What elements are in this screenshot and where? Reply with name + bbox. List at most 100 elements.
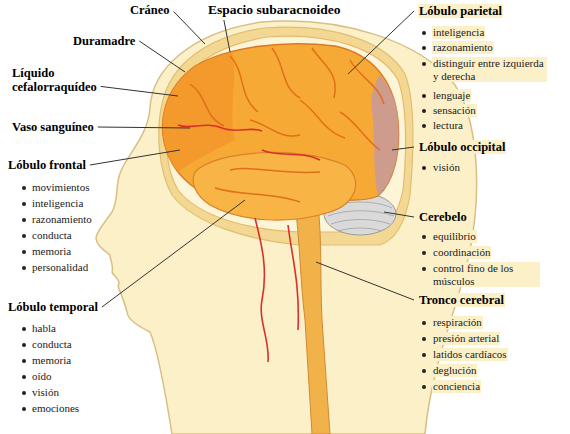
function-item: coordinación [422,246,491,259]
function-item: distinguir entre izquierda y derecha [422,57,547,82]
leader-line [316,262,414,300]
function-text: personalidad [32,261,88,274]
leader-line [174,11,205,44]
part-name-text: Espacio subaracnoideo [208,2,340,17]
function-text: conciencia [432,380,481,393]
bullet-dot [22,327,26,331]
leader-line [139,41,185,72]
frontal-lobe-shade [162,52,235,172]
part-name-text: Tronco cerebral [418,293,505,307]
function-item: latidos cardíacos [422,348,508,361]
bullet-dot [422,46,426,50]
function-item: equilibrio [422,230,477,243]
function-text: coordinación [432,246,491,259]
function-text: habla [32,322,56,335]
bullet-dot [22,186,26,190]
part-name: Lóbulo occipital [418,140,506,154]
bullet-dot [422,337,426,341]
occipital-lobe-shade [371,75,398,196]
blood-vessels [178,125,320,362]
temporal-lobe [193,152,356,220]
function-item: conducta [22,229,72,242]
function-text: emociones [32,402,79,415]
bullet-dot [422,267,426,271]
function-text: inteligencia [32,197,83,210]
bullet-dot [22,407,26,411]
part-name-text: Lóbulo parietal [418,4,503,18]
function-item: memoria [22,245,71,258]
leader-line [348,11,414,74]
function-text: memoria [32,354,71,367]
function-text: equilibrio [432,230,477,243]
bullet-dot [422,321,426,325]
function-text: lenguaje [432,89,471,102]
part-name: Cerebelo [418,210,468,224]
leader-line [224,20,230,52]
bullet-dot [422,62,426,66]
function-item: sensación [422,104,477,117]
function-item: inteligencia [422,26,485,39]
bullet-dot [422,166,426,170]
part-name-text: Lóbulo occipital [418,140,506,154]
part-name-text: Duramadre [73,34,135,48]
function-item: visión [22,386,59,399]
leader-line [102,200,245,307]
leader-line [98,127,190,128]
function-text: inteligencia [432,26,485,39]
function-text: respiración [432,316,483,329]
bullet-dot [22,234,26,238]
leader-line [101,86,178,96]
bullet-dot [422,31,426,35]
function-item: conducta [22,338,72,351]
head-outline [96,21,477,434]
function-item: respiración [422,316,483,329]
function-item: conciencia [422,380,481,393]
function-text: lectura [432,119,464,132]
function-item: deglución [422,364,477,377]
function-item: oído [22,370,52,383]
function-item: habla [22,322,56,335]
function-text: control fino de los músculos [432,262,540,287]
function-item: visión [422,161,461,174]
part-name-text: Lóbulo frontal [8,158,86,172]
bullet-dot [422,124,426,128]
function-item: razonamiento [22,213,92,226]
bullet-dot [22,375,26,379]
function-text: oído [32,370,52,383]
function-text: visión [432,161,461,174]
part-name: Duramadre [73,34,135,48]
brainstem [295,205,330,434]
function-item: lectura [422,119,464,132]
part-name: Espacio subaracnoideo [208,2,340,18]
bullet-dot [22,391,26,395]
bullet-dot [422,385,426,389]
part-name-text: Vaso sanguíneo [12,120,94,134]
leader-line [384,212,414,217]
leader-line [392,147,414,150]
function-text: razonamiento [32,213,92,226]
function-text: latidos cardíacos [432,348,508,361]
part-name: Vaso sanguíneo [12,120,94,134]
function-item: inteligencia [22,197,83,210]
bullet-dot [22,359,26,363]
part-name: Cráneo [130,3,170,17]
function-text: sensación [432,104,477,117]
function-item: emociones [22,402,79,415]
bullet-dot [22,250,26,254]
brain-gyri [190,48,384,202]
bullet-dot [422,251,426,255]
part-name: Lóbulo frontal [8,158,86,172]
function-text: visión [32,386,59,399]
part-name-text: Cerebelo [418,210,468,224]
function-item: memoria [22,354,71,367]
function-text: razonamiento [432,41,494,54]
bullet-dot [422,235,426,239]
bullet-dot [22,266,26,270]
bullet-dot [22,343,26,347]
bullet-dot [22,202,26,206]
function-item: movimientos [22,181,89,194]
function-text: memoria [32,245,71,258]
part-name: Líquido cefalorraquídeo [12,66,117,95]
function-item: personalidad [22,261,88,274]
bullet-dot [422,353,426,357]
